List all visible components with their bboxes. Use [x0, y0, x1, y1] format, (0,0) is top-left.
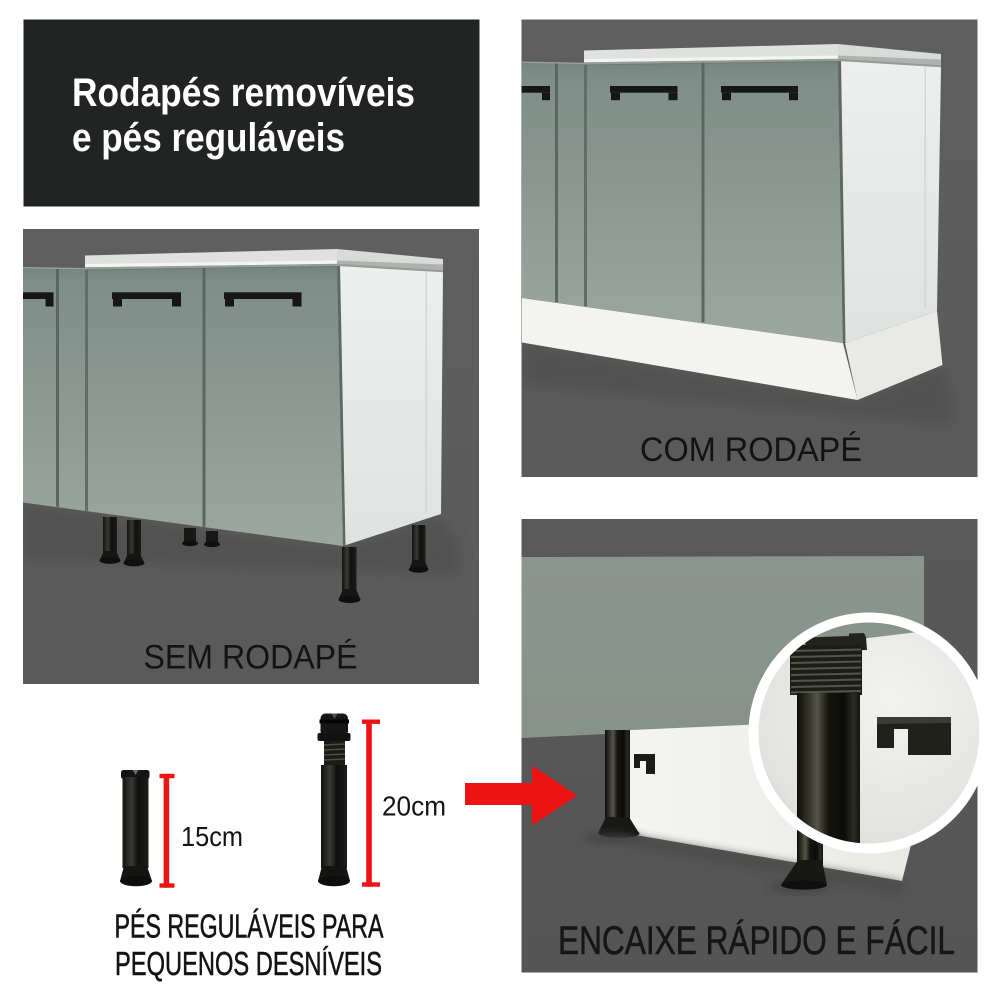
svg-text:COM RODAPÉ: COM RODAPÉ [640, 431, 862, 469]
svg-text:Rodapés removíveis: Rodapés removíveis [72, 71, 415, 115]
svg-text:e pés reguláveis: e pés reguláveis [72, 116, 345, 160]
svg-text:PEQUENOS DESNÍVEIS: PEQUENOS DESNÍVEIS [115, 945, 382, 982]
svg-text:20cm: 20cm [382, 791, 446, 822]
svg-text:SEM RODAPÉ: SEM RODAPÉ [144, 639, 358, 677]
svg-text:15cm: 15cm [181, 821, 243, 852]
svg-text:PÉS REGULÁVEIS PARA: PÉS REGULÁVEIS PARA [115, 908, 384, 945]
svg-text:ENCAIXE RÁPIDO E FÁCIL: ENCAIXE RÁPIDO E FÁCIL [558, 918, 955, 963]
